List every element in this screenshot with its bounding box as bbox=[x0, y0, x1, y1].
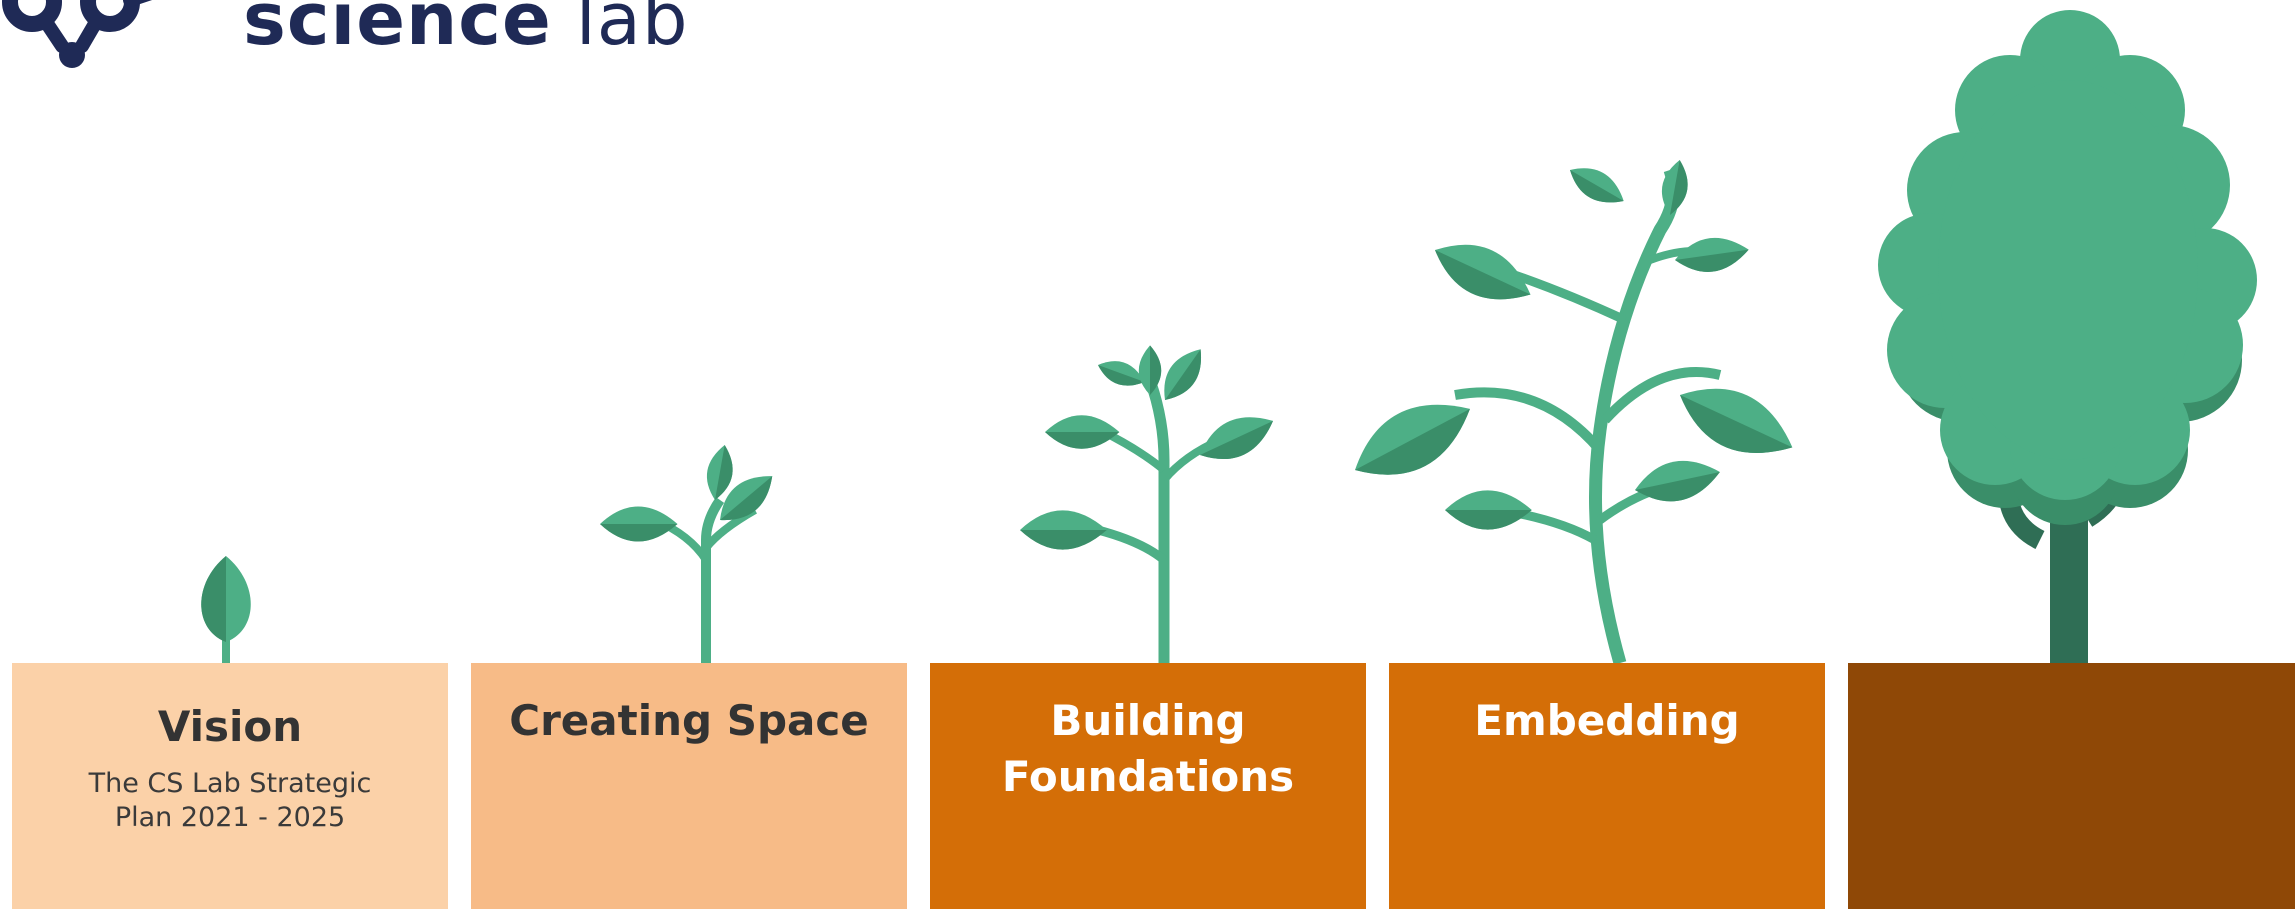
leafy-plant-icon bbox=[1341, 157, 1805, 663]
logo-wordmark: science lab bbox=[243, 0, 689, 64]
tree-icon bbox=[1878, 10, 2257, 663]
seedling-icon bbox=[201, 556, 251, 663]
stage-building-foundations: Building Foundations bbox=[930, 663, 1366, 909]
stage-title: Embedding bbox=[1474, 696, 1740, 745]
stage-title: Building Foundations bbox=[1001, 696, 1295, 801]
stage-title: Vision bbox=[157, 702, 303, 751]
stage-subtitle: The CS Lab Strategic Plan 2021 - 2025 bbox=[88, 768, 372, 833]
stage-vision: Vision The CS Lab Strategic Plan 2021 - … bbox=[12, 663, 448, 909]
stage-embedding: Embedding bbox=[1389, 663, 1825, 909]
logo-word-science: science bbox=[243, 0, 552, 61]
logo: science lab bbox=[0, 0, 800, 80]
logo-word-lab: lab bbox=[575, 0, 689, 61]
growth-illustration bbox=[201, 10, 2257, 663]
sprout-icon bbox=[600, 442, 783, 663]
logo-mark-icon bbox=[2, 0, 153, 68]
young-plant-icon bbox=[1020, 341, 1281, 663]
stage-final bbox=[1848, 663, 2295, 909]
stage-title: Creating Space bbox=[509, 696, 869, 745]
stage-creating-space: Creating Space bbox=[471, 663, 907, 909]
